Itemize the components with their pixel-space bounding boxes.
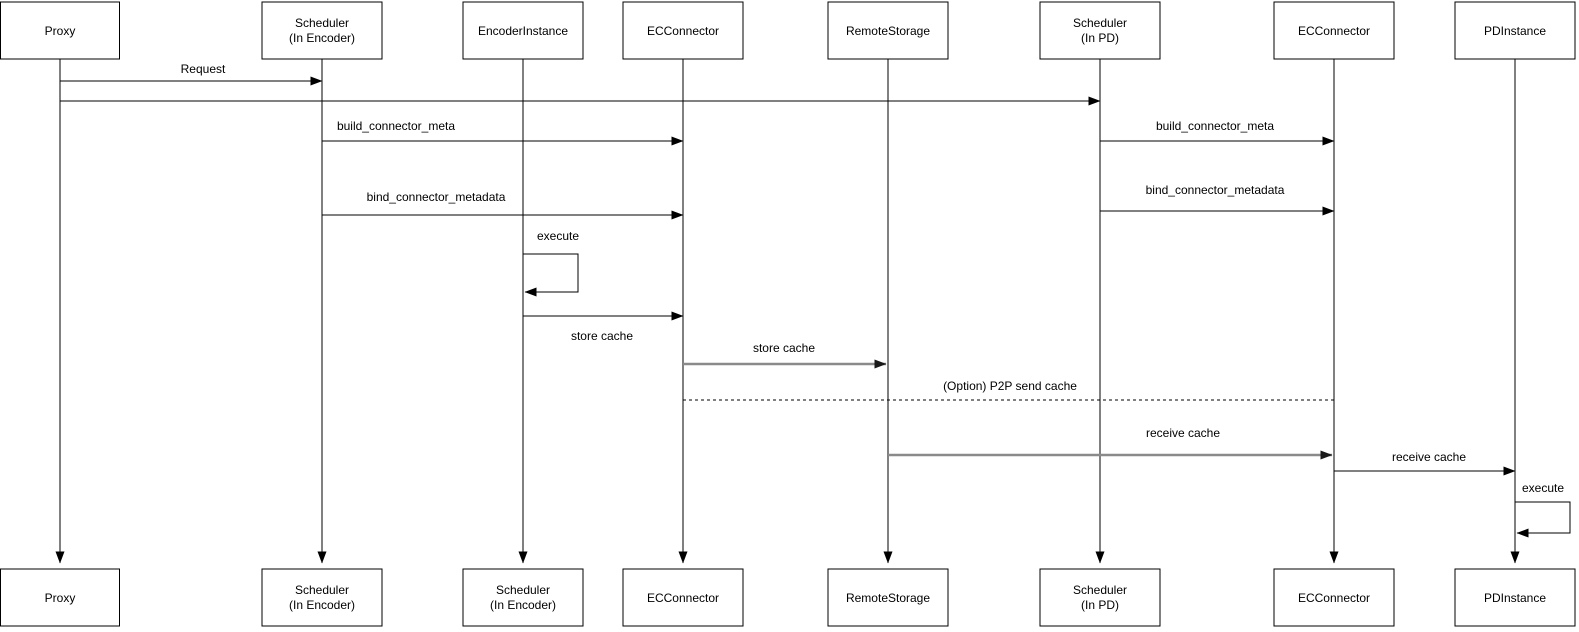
actor-proxy-bottom-label: Proxy: [45, 591, 76, 605]
actor-ec-connector-encoder-bottom-label: ECConnector: [647, 591, 719, 605]
actor-remote-storage-bottom: RemoteStorage: [827, 568, 949, 627]
actor-pd-instance-bottom-label: PDInstance: [1484, 591, 1546, 605]
message-request-label: Request: [181, 62, 226, 76]
message-execute-encoder-label: execute: [537, 229, 579, 243]
actor-scheduler-encoder-top-box: [261, 1, 383, 60]
actor-scheduler-encoder-top: Scheduler (In Encoder): [261, 1, 383, 60]
actor-remote-storage-top-label: RemoteStorage: [846, 24, 930, 38]
message-bind-connector-metadata-encoder-label: bind_connector_metadata: [367, 190, 506, 204]
actor-proxy-bottom: Proxy: [0, 568, 120, 627]
actor-scheduler-pd-bottom: Scheduler (In PD): [1039, 568, 1161, 627]
actor-scheduler-encoder-top-label1: Scheduler: [295, 16, 349, 30]
actor-encoder-instance-bottom: Scheduler (In Encoder): [462, 568, 584, 627]
actor-encoder-instance-bottom-box: [462, 568, 584, 627]
actor-pd-instance-top-label: PDInstance: [1484, 24, 1546, 38]
actor-pd-instance-bottom: PDInstance: [1454, 568, 1576, 627]
actor-ec-connector-pd-bottom-box: [1273, 568, 1395, 627]
message-receive-cache-ec-label: receive cache: [1146, 426, 1220, 440]
actor-encoder-instance-top-box: [462, 1, 584, 60]
actor-remote-storage-bottom-label: RemoteStorage: [846, 591, 930, 605]
actor-proxy-top-label: Proxy: [45, 24, 76, 38]
actor-scheduler-pd-bottom-box: [1039, 568, 1161, 627]
message-bind-connector-metadata-pd-label: bind_connector_metadata: [1146, 183, 1285, 197]
actor-ec-connector-encoder-top-box: [622, 1, 744, 60]
actor-remote-storage-bottom-box: [827, 568, 949, 627]
message-execute-pd-self-loop: [1515, 501, 1571, 538]
actor-remote-storage-top: RemoteStorage: [827, 1, 949, 60]
actor-scheduler-pd-bottom-label1: Scheduler: [1073, 583, 1127, 597]
actor-scheduler-pd-top: Scheduler (In PD): [1039, 1, 1161, 60]
message-build-connector-meta-encoder-label: build_connector_meta: [337, 119, 455, 133]
message-execute-encoder-self-loop: [523, 253, 579, 297]
actor-encoder-instance-top-label: EncoderInstance: [478, 24, 568, 38]
actor-encoder-instance-bottom-label2: (In Encoder): [490, 598, 556, 612]
actor-scheduler-pd-top-label2: (In PD): [1081, 31, 1119, 45]
actor-ec-connector-pd-bottom-label: ECConnector: [1298, 591, 1370, 605]
message-store-cache-remote-label: store cache: [753, 341, 815, 355]
message-build-connector-meta-pd-label: build_connector_meta: [1156, 119, 1274, 133]
actor-scheduler-pd-top-label1: Scheduler: [1073, 16, 1127, 30]
message-execute-pd-label: execute: [1522, 481, 1564, 495]
actor-scheduler-encoder-top-label2: (In Encoder): [289, 31, 355, 45]
actor-scheduler-encoder-bottom-label1: Scheduler: [295, 583, 349, 597]
actor-proxy-bottom-box: [0, 568, 120, 627]
actor-ec-connector-encoder-top-label: ECConnector: [647, 24, 719, 38]
actor-ec-connector-pd-bottom: ECConnector: [1273, 568, 1395, 627]
actor-remote-storage-top-box: [827, 1, 949, 60]
actor-ec-connector-encoder-bottom-box: [622, 568, 744, 627]
lifelines: [55, 59, 1520, 564]
actor-ec-connector-pd-top: ECConnector: [1273, 1, 1395, 60]
message-store-cache-encoder-label: store cache: [571, 329, 633, 343]
actor-pd-instance-top-box: [1454, 1, 1576, 60]
actor-ec-connector-encoder-bottom: ECConnector: [622, 568, 744, 627]
actor-scheduler-encoder-bottom: Scheduler (In Encoder): [261, 568, 383, 627]
actor-encoder-instance-bottom-label1: Scheduler: [496, 583, 550, 597]
actor-scheduler-pd-bottom-label2: (In PD): [1081, 598, 1119, 612]
actor-proxy-top: Proxy: [0, 1, 120, 60]
actor-encoder-instance-top: EncoderInstance: [462, 1, 584, 60]
actor-ec-connector-encoder-top: ECConnector: [622, 1, 744, 60]
message-p2p-send-cache-label: (Option) P2P send cache: [943, 379, 1077, 393]
actor-pd-instance-top: PDInstance: [1454, 1, 1576, 60]
actor-ec-connector-pd-top-label: ECConnector: [1298, 24, 1370, 38]
actor-pd-instance-bottom-box: [1454, 568, 1576, 627]
actor-scheduler-encoder-bottom-box: [261, 568, 383, 627]
message-receive-cache-pd-label: receive cache: [1392, 450, 1466, 464]
actor-proxy-top-box: [0, 1, 120, 60]
actor-scheduler-pd-top-box: [1039, 1, 1161, 60]
actor-ec-connector-pd-top-box: [1273, 1, 1395, 60]
actor-scheduler-encoder-bottom-label2: (In Encoder): [289, 598, 355, 612]
actors-bottom: Proxy Scheduler (In Encoder) Scheduler (…: [0, 568, 1576, 627]
messages: Request build_connector_meta build_conne…: [60, 62, 1571, 538]
actors-top: Proxy Scheduler (In Encoder) EncoderInst…: [0, 1, 1576, 60]
